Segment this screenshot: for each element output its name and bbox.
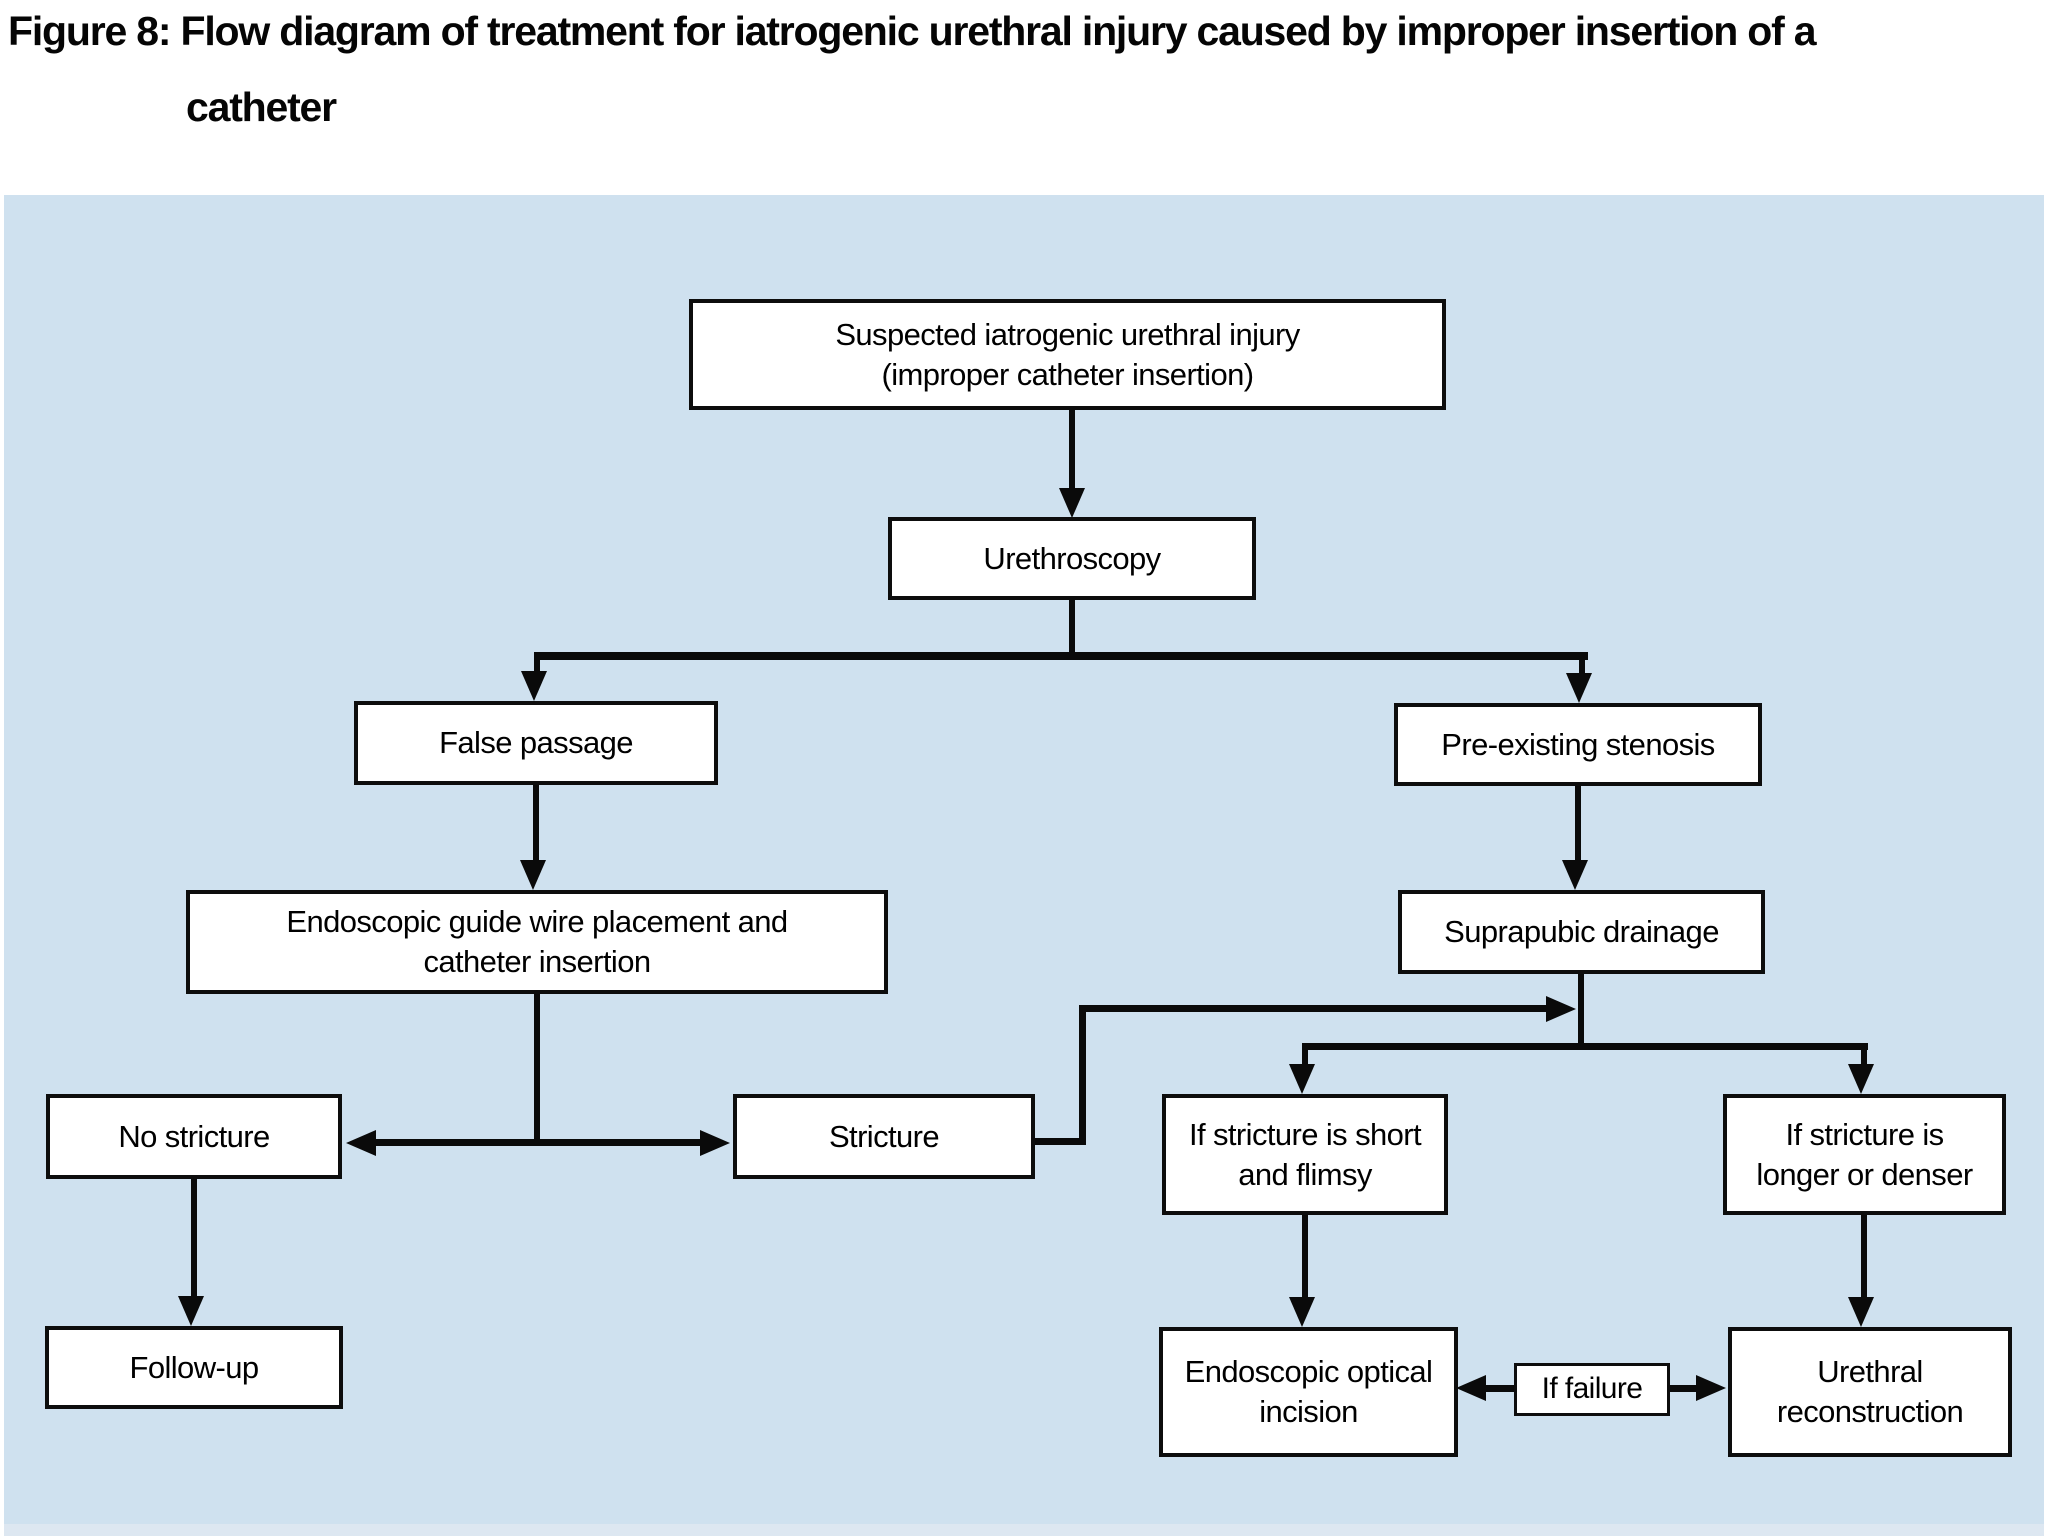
- edge-stricture-junction-line: [1079, 1005, 1549, 1012]
- edge-branch-ifshort-line: [1302, 1050, 1308, 1066]
- edge-stricture-elbow-line2: [1079, 1005, 1086, 1145]
- node-suprapubic-drainage: Suprapubic drainage: [1398, 890, 1765, 974]
- edge-suprapubic-branch-line: [1302, 1043, 1868, 1050]
- edge-ifshort-endooptical-line: [1302, 1215, 1308, 1299]
- edge-branch-iflonger-arrowhead: [1848, 1064, 1874, 1094]
- node-endoscopic-guide-wire: Endoscopic guide wire placement and cath…: [186, 890, 888, 994]
- edge-branch-ifshort-arrowhead: [1289, 1064, 1315, 1094]
- edge-iffailure-left-line: [1484, 1385, 1514, 1392]
- node-suspected-injury: Suspected iatrogenic urethral injury (im…: [689, 299, 1446, 410]
- edge-falsepassage-endoguide-arrowhead: [520, 860, 546, 890]
- figure-title-line2: catheter: [186, 84, 337, 130]
- node-urethral-reconstruction: Urethral reconstruction: [1728, 1327, 2012, 1457]
- edge-suspected-urethroscopy-line: [1069, 409, 1075, 489]
- edge-branch-falsepassage-line: [534, 660, 540, 672]
- edge-stricture-arrowhead: [700, 1130, 730, 1156]
- node-pre-existing-stenosis: Pre-existing stenosis: [1394, 703, 1762, 786]
- edge-preexisting-suprapubic-line: [1575, 786, 1581, 861]
- edge-suprapubic-stem-line: [1578, 974, 1584, 1050]
- node-if-stricture-longer: If stricture is longer or denser: [1723, 1094, 2006, 1215]
- node-false-passage: False passage: [354, 701, 718, 785]
- edge-iffailure-right-arrowhead: [1696, 1375, 1726, 1401]
- diagram-panel: [4, 195, 2044, 1524]
- node-no-stricture: No stricture: [46, 1094, 342, 1179]
- node-if-failure: If failure: [1514, 1363, 1670, 1416]
- edge-urethroscopy-branch-line: [534, 652, 1588, 660]
- edge-endoguide-stem-line: [534, 994, 540, 1146]
- diagram-panel-bottom-strip: [4, 1524, 2044, 1536]
- edge-nostricture-followup-line: [191, 1179, 197, 1299]
- node-endoscopic-optical-incision: Endoscopic optical incision: [1159, 1327, 1458, 1457]
- edge-branch-iflonger-line: [1861, 1050, 1867, 1066]
- edge-iffailure-right-line: [1670, 1385, 1698, 1392]
- edge-branch-preexisting-arrowhead: [1566, 673, 1592, 703]
- edge-iffailure-left-arrowhead: [1456, 1375, 1486, 1401]
- edge-branch-preexisting-line: [1579, 660, 1585, 674]
- node-urethroscopy: Urethroscopy: [888, 517, 1256, 600]
- edge-ifshort-endooptical-arrowhead: [1289, 1297, 1315, 1327]
- edge-nostricture-followup-arrowhead: [178, 1296, 204, 1326]
- edge-stricture-elbow-line1: [1035, 1138, 1086, 1145]
- node-if-stricture-short: If stricture is short and flimsy: [1162, 1094, 1448, 1215]
- edge-urethroscopy-stem-line: [1069, 599, 1075, 656]
- edge-branch-falsepassage-arrowhead: [521, 671, 547, 701]
- figure-title-line1: Figure 8: Flow diagram of treatment for …: [8, 8, 1817, 54]
- edge-iflonger-urethralrecon-arrowhead: [1848, 1297, 1874, 1327]
- node-stricture: Stricture: [733, 1094, 1035, 1179]
- edge-nostricture-arrowhead: [346, 1130, 376, 1156]
- edge-stricture-junction-arrowhead: [1546, 996, 1576, 1022]
- edge-falsepassage-endoguide-line: [533, 785, 539, 861]
- edge-preexisting-suprapubic-arrowhead: [1562, 860, 1588, 890]
- node-follow-up: Follow-up: [45, 1326, 343, 1409]
- edge-iflonger-urethralrecon-line: [1861, 1215, 1867, 1299]
- edge-suspected-urethroscopy-arrowhead: [1059, 488, 1085, 518]
- edge-stricture-nostricture-line: [372, 1139, 702, 1146]
